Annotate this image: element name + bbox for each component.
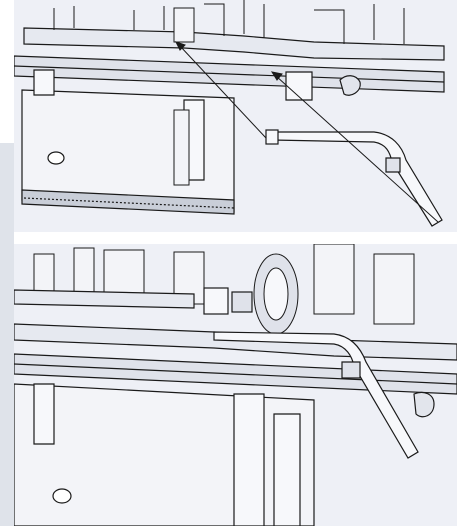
exhaust-pipe-icon — [213, 331, 419, 459]
panel-installed-view — [14, 244, 457, 526]
chassis-frame-rail-icon — [14, 27, 445, 93]
upper-assembly-icon — [33, 244, 415, 335]
frame-block-icon — [14, 383, 435, 526]
left-margin-strip-top — [0, 0, 14, 143]
panel-exploded-view — [14, 0, 457, 232]
panel-installed-svg — [14, 244, 457, 526]
bracket-icon — [285, 71, 361, 101]
drive-shaft-icon — [14, 287, 253, 315]
panel-exploded-svg — [14, 0, 457, 232]
panel-divider — [14, 232, 457, 244]
upper-assembly-icon — [53, 0, 405, 186]
assembly-direction-arrow-icon — [175, 41, 439, 223]
exhaust-pipe-icon — [265, 129, 443, 227]
